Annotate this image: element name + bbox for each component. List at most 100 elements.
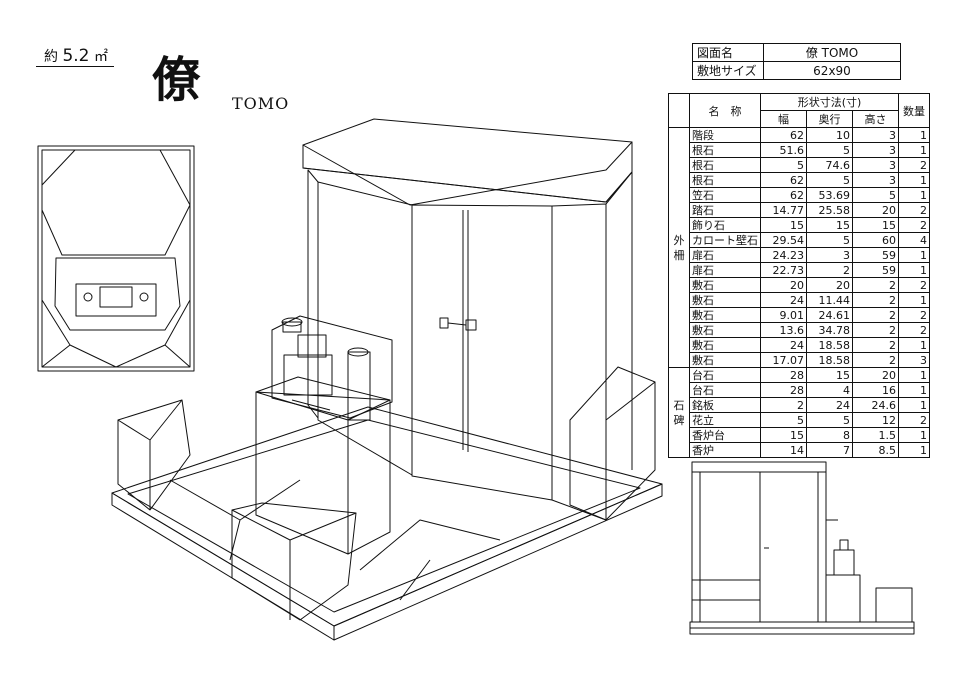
part-depth: 5 xyxy=(806,412,853,428)
part-depth: 2 xyxy=(806,262,853,278)
width-header: 幅 xyxy=(760,110,807,128)
part-name: 台石 xyxy=(689,382,761,398)
part-height: 60 xyxy=(852,232,899,248)
drawing-info-table: 図面名 僚 TOMO 敷地サイズ 62x90 xyxy=(692,43,901,80)
part-qty: 1 xyxy=(898,247,930,263)
part-depth: 24.61 xyxy=(806,307,853,323)
part-name: 香炉台 xyxy=(689,427,761,443)
part-height: 15 xyxy=(852,217,899,233)
part-depth: 3 xyxy=(806,247,853,263)
group-label-text: 石碑 xyxy=(673,398,685,427)
drawing-name-label: 図面名 xyxy=(692,43,764,62)
part-height: 8.5 xyxy=(852,442,899,458)
part-width: 24 xyxy=(760,337,807,353)
part-width: 13.6 xyxy=(760,322,807,338)
area-label: 約 5.2 ㎡ xyxy=(44,46,108,66)
dims-header: 形状寸法(寸) xyxy=(760,93,899,111)
part-width: 22.73 xyxy=(760,262,807,278)
part-qty: 1 xyxy=(898,397,930,413)
part-qty: 1 xyxy=(898,172,930,188)
part-depth: 74.6 xyxy=(806,157,853,173)
part-width: 24 xyxy=(760,292,807,308)
part-name: 根石 xyxy=(689,157,761,173)
part-height: 20 xyxy=(852,367,899,383)
part-qty: 3 xyxy=(898,352,930,368)
part-height: 3 xyxy=(852,142,899,158)
area-underline xyxy=(36,66,114,67)
elevation-view xyxy=(689,461,915,635)
part-height: 5 xyxy=(852,187,899,203)
part-qty: 2 xyxy=(898,277,930,293)
part-name: 香炉 xyxy=(689,442,761,458)
qty-header: 数量 xyxy=(898,93,930,128)
part-height: 2 xyxy=(852,352,899,368)
part-name: 敷石 xyxy=(689,307,761,323)
part-width: 20 xyxy=(760,277,807,293)
part-qty: 1 xyxy=(898,337,930,353)
part-name: 階段 xyxy=(689,127,761,143)
part-qty: 1 xyxy=(898,442,930,458)
part-depth: 18.58 xyxy=(806,352,853,368)
part-width: 62 xyxy=(760,127,807,143)
drawing-name-value: 僚 TOMO xyxy=(763,43,901,62)
part-name: 敷石 xyxy=(689,352,761,368)
part-height: 3 xyxy=(852,157,899,173)
part-qty: 2 xyxy=(898,157,930,173)
part-depth: 10 xyxy=(806,127,853,143)
part-depth: 4 xyxy=(806,382,853,398)
part-depth: 15 xyxy=(806,367,853,383)
part-depth: 53.69 xyxy=(806,187,853,203)
part-width: 24.23 xyxy=(760,247,807,263)
part-qty: 1 xyxy=(898,262,930,278)
part-name: 扉石 xyxy=(689,262,761,278)
part-depth: 25.58 xyxy=(806,202,853,218)
part-width: 51.6 xyxy=(760,142,807,158)
part-width: 28 xyxy=(760,382,807,398)
part-qty: 1 xyxy=(898,382,930,398)
part-width: 62 xyxy=(760,172,807,188)
part-name: 根石 xyxy=(689,142,761,158)
part-width: 2 xyxy=(760,397,807,413)
part-height: 3 xyxy=(852,127,899,143)
part-width: 14.77 xyxy=(760,202,807,218)
part-name: 踏石 xyxy=(689,202,761,218)
part-depth: 34.78 xyxy=(806,322,853,338)
part-name: 敷石 xyxy=(689,337,761,353)
part-name: 飾り石 xyxy=(689,217,761,233)
part-qty: 2 xyxy=(898,202,930,218)
depth-header: 奥行 xyxy=(806,110,853,128)
part-depth: 5 xyxy=(806,142,853,158)
part-name: 花立 xyxy=(689,412,761,428)
part-width: 17.07 xyxy=(760,352,807,368)
part-width: 28 xyxy=(760,367,807,383)
part-name: カロート壁石 xyxy=(689,232,761,248)
height-header: 高さ xyxy=(852,110,899,128)
part-height: 2 xyxy=(852,277,899,293)
part-depth: 5 xyxy=(806,172,853,188)
part-name: 扉石 xyxy=(689,247,761,263)
area-prefix: 約 xyxy=(44,49,58,65)
group-label: 石碑 xyxy=(668,367,690,458)
plan-view xyxy=(37,145,195,372)
part-width: 29.54 xyxy=(760,232,807,248)
part-depth: 5 xyxy=(806,232,853,248)
part-height: 2 xyxy=(852,337,899,353)
part-height: 2 xyxy=(852,322,899,338)
part-depth: 15 xyxy=(806,217,853,233)
